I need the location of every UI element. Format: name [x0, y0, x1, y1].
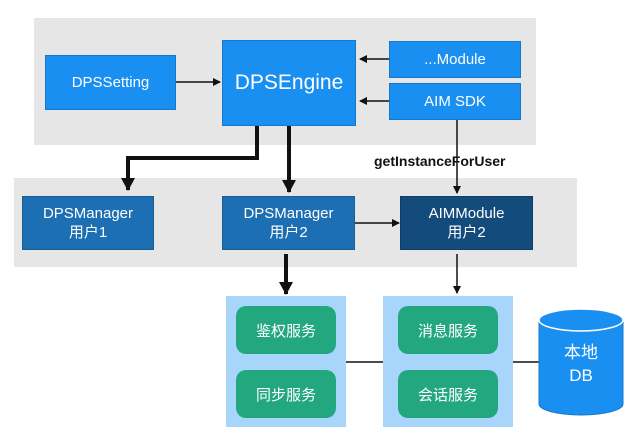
- aimmodule-name: AIMModule: [428, 204, 505, 222]
- dpssetting-box: DPSSetting: [45, 55, 176, 110]
- dpsmanager-user2-user: 用户2: [269, 224, 308, 241]
- aim-sdk-box: AIM SDK: [389, 83, 521, 120]
- database-label-line2: DB: [569, 365, 593, 385]
- conversation-service-pill: 会话服务: [398, 370, 498, 418]
- database-label-line1: 本地: [564, 343, 598, 362]
- dpsmanager-user2-box: DPSManager 用户2: [222, 196, 355, 250]
- dpsmanager-user1-user: 用户1: [68, 224, 108, 241]
- get-instance-label: getInstanceForUser: [374, 153, 506, 169]
- database-label: 本地 DB: [539, 342, 623, 388]
- dpsengine-box: DPSEngine: [222, 40, 356, 126]
- auth-service-pill: 鉴权服务: [236, 306, 336, 354]
- arrow-engine-to-manager1: [121, 126, 259, 191]
- aimmodule-user2-box: AIMModule 用户2: [400, 196, 533, 250]
- database-cylinder: [538, 308, 624, 416]
- dpsmanager-user2-name: DPSManager: [243, 204, 334, 222]
- dpssetting-label: DPSSetting: [71, 73, 150, 91]
- aimmodule-user: 用户2: [447, 224, 486, 241]
- module-label: ...Module: [424, 50, 486, 68]
- dpsmanager-user1-name: DPSManager: [42, 204, 134, 222]
- dpsmanager-user1-box: DPSManager 用户1: [22, 196, 154, 250]
- module-box: ...Module: [389, 41, 521, 78]
- message-service-pill: 消息服务: [398, 306, 498, 354]
- aim-sdk-label: AIM SDK: [424, 92, 486, 110]
- sync-service-pill: 同步服务: [236, 370, 336, 418]
- dpsengine-label: DPSEngine: [234, 71, 344, 95]
